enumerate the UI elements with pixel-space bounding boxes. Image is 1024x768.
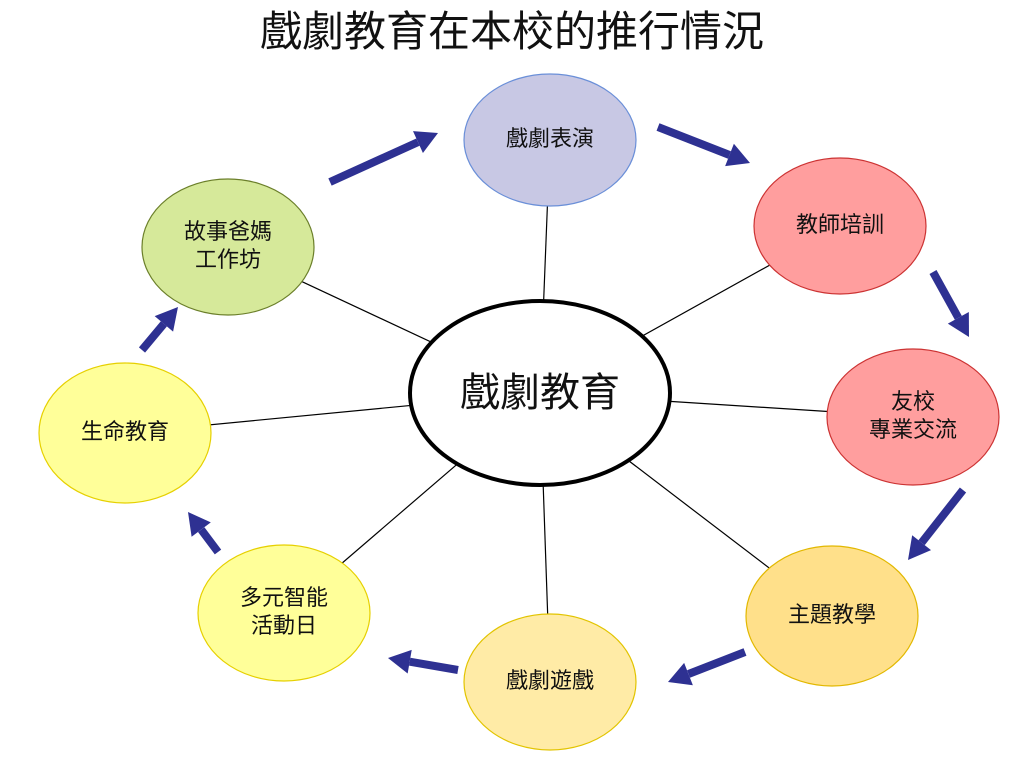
node-label-line: 多元智能 [239, 586, 329, 611]
node-label-line: 故事爸媽 [183, 220, 273, 245]
center-label: 戲劇教育 [460, 370, 620, 416]
node-label-performance: 戲劇表演 [506, 126, 594, 154]
center-node [408, 299, 672, 487]
node-label-drama-games: 戲劇遊戲 [506, 668, 594, 696]
cycle-arrow-shaft [138, 321, 167, 353]
node-label-line: 戲劇表演 [505, 127, 595, 152]
node-label-life-education: 生命教育 [81, 419, 169, 447]
node-teacher-training [753, 157, 927, 295]
cycle-arrow-shaft [197, 527, 222, 555]
cycle-arrow-head [413, 131, 438, 154]
cycle-arrow-head [668, 662, 693, 686]
node-thematic-teaching [745, 545, 919, 687]
cycle-arrow-shaft [409, 657, 459, 674]
cycle-arrow-shaft [929, 270, 962, 320]
node-label-multiple-intelligences: 多元智能活動日 [240, 585, 328, 641]
cycle-arrow-shaft [656, 123, 731, 159]
node-label-school-exchange: 友校專業交流 [869, 389, 957, 445]
node-school-exchange [826, 348, 1000, 486]
node-label-storytelling-parents: 故事爸媽工作坊 [184, 219, 272, 275]
node-storytelling-parents [141, 178, 315, 316]
node-life-education [38, 362, 212, 504]
node-label-line: 工作坊 [194, 248, 262, 273]
node-multiple-intelligences [197, 544, 371, 682]
node-drama-games [463, 613, 637, 751]
cycle-arrow-head [188, 512, 211, 537]
cycle-arrow-head [947, 311, 969, 337]
cycle-arrow-head [388, 649, 412, 674]
page-title: 戲劇教育在本校的推行情況 [259, 7, 764, 56]
node-bubbles [38, 73, 1000, 751]
node-label-line: 主題教學 [787, 603, 877, 628]
node-label-thematic-teaching: 主題教學 [788, 602, 876, 630]
cycle-arrow-shaft [918, 487, 967, 546]
cycle-arrows [138, 123, 969, 686]
node-performance [463, 73, 637, 207]
node-label-teacher-training: 教師培訓 [796, 212, 884, 240]
node-label-line: 友校 [890, 390, 936, 415]
node-label-line: 戲劇遊戲 [505, 669, 595, 694]
node-label-line: 教師培訓 [795, 213, 885, 238]
cycle-arrow-head [908, 535, 932, 560]
cycle-arrow-shaft [687, 648, 747, 678]
node-label-line: 生命教育 [80, 420, 170, 445]
cycle-arrow-head [725, 143, 750, 167]
cycle-arrow-shaft [328, 138, 420, 186]
node-label-line: 專業交流 [868, 418, 958, 443]
node-label-line: 活動日 [250, 614, 318, 639]
cycle-arrow-head [154, 307, 178, 332]
